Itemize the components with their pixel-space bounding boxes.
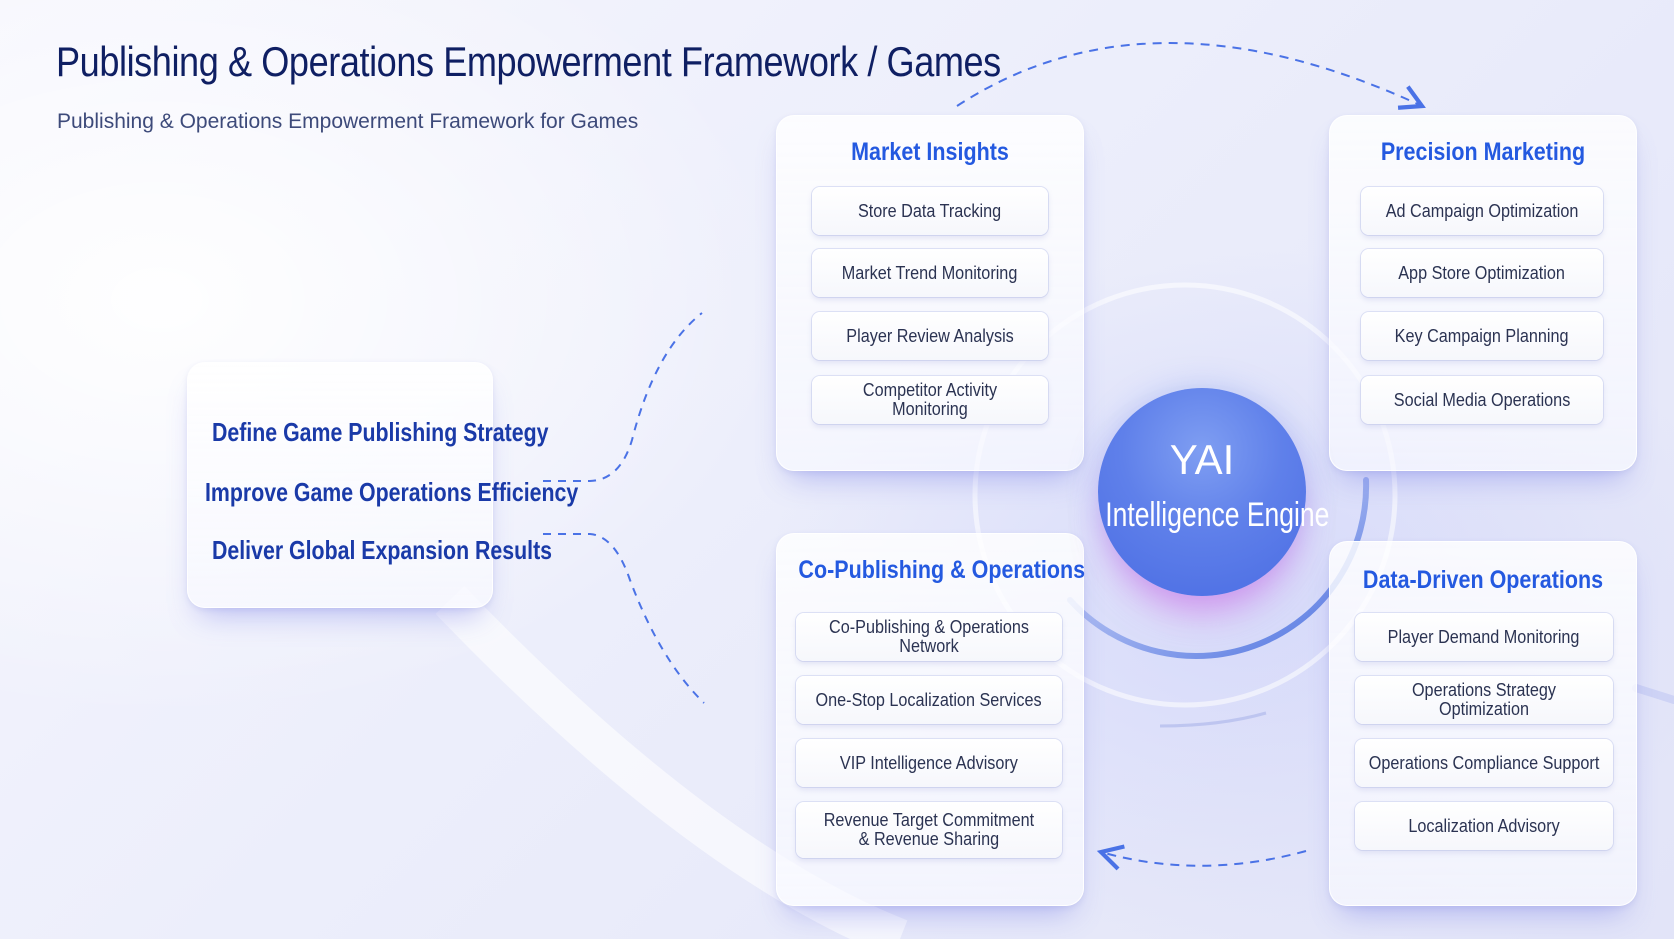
card-title: Co-Publishing & Operations [798, 556, 1086, 584]
card-co-publishing: Co-Publishing & Operations Co-Publishing… [776, 533, 1086, 906]
list-item: Key Campaign Planning [1361, 312, 1603, 360]
card-title: Precision Marketing [1380, 138, 1586, 166]
list-item: Operations Strategy Optimization [1355, 676, 1613, 724]
list-item: One-Stop Localization Services [796, 676, 1062, 724]
page-title: Publishing & Operations Empowerment Fram… [56, 38, 1001, 85]
list-item: Localization Advisory [1355, 802, 1613, 850]
list-item: VIP Intelligence Advisory [796, 739, 1062, 787]
goals-connector-lower [543, 533, 705, 704]
list-item: Store Data Tracking [812, 187, 1048, 235]
card-market-insights: Market Insights Store Data Tracking Mark… [776, 115, 1084, 471]
goals-panel: Define Game Publishing Strategy Improve … [187, 362, 579, 608]
goal-define-strategy: Define Game Publishing Strategy [212, 417, 549, 447]
list-item: Market Trend Monitoring [812, 249, 1048, 297]
page-subtitle: Publishing & Operations Empowerment Fram… [57, 110, 639, 133]
list-item: Player Review Analysis [812, 312, 1048, 360]
card-title: Market Insights [851, 138, 1009, 166]
goal-improve-efficiency: Improve Game Operations Efficiency [205, 477, 579, 507]
list-item: Co-Publishing & Operations Network [796, 613, 1062, 661]
list-item: Revenue Target Commitment & Revenue Shar… [796, 802, 1062, 858]
list-item: Competitor Activity Monitoring [812, 376, 1048, 424]
card-data-driven: Data-Driven Operations Player Demand Mon… [1329, 541, 1637, 906]
list-item: App Store Optimization [1361, 249, 1603, 297]
list-item: Social Media Operations [1361, 376, 1603, 424]
list-item: Player Demand Monitoring [1355, 613, 1613, 661]
top-flow-arrow [956, 42, 1426, 110]
yai-engine-core: YAI Intelligence Engine [1098, 388, 1330, 596]
bottom-flow-arrow [1096, 844, 1307, 871]
list-item: Ad Campaign Optimization [1361, 187, 1603, 235]
card-title: Data-Driven Operations [1362, 566, 1604, 594]
card-precision-marketing: Precision Marketing Ad Campaign Optimiza… [1329, 115, 1637, 471]
core-name: YAI [1169, 436, 1235, 483]
list-item: Operations Compliance Support [1355, 739, 1613, 787]
core-subtitle: Intelligence Engine [1105, 496, 1330, 534]
goals-connector-upper [543, 312, 703, 482]
goal-deliver-results: Deliver Global Expansion Results [212, 535, 553, 565]
